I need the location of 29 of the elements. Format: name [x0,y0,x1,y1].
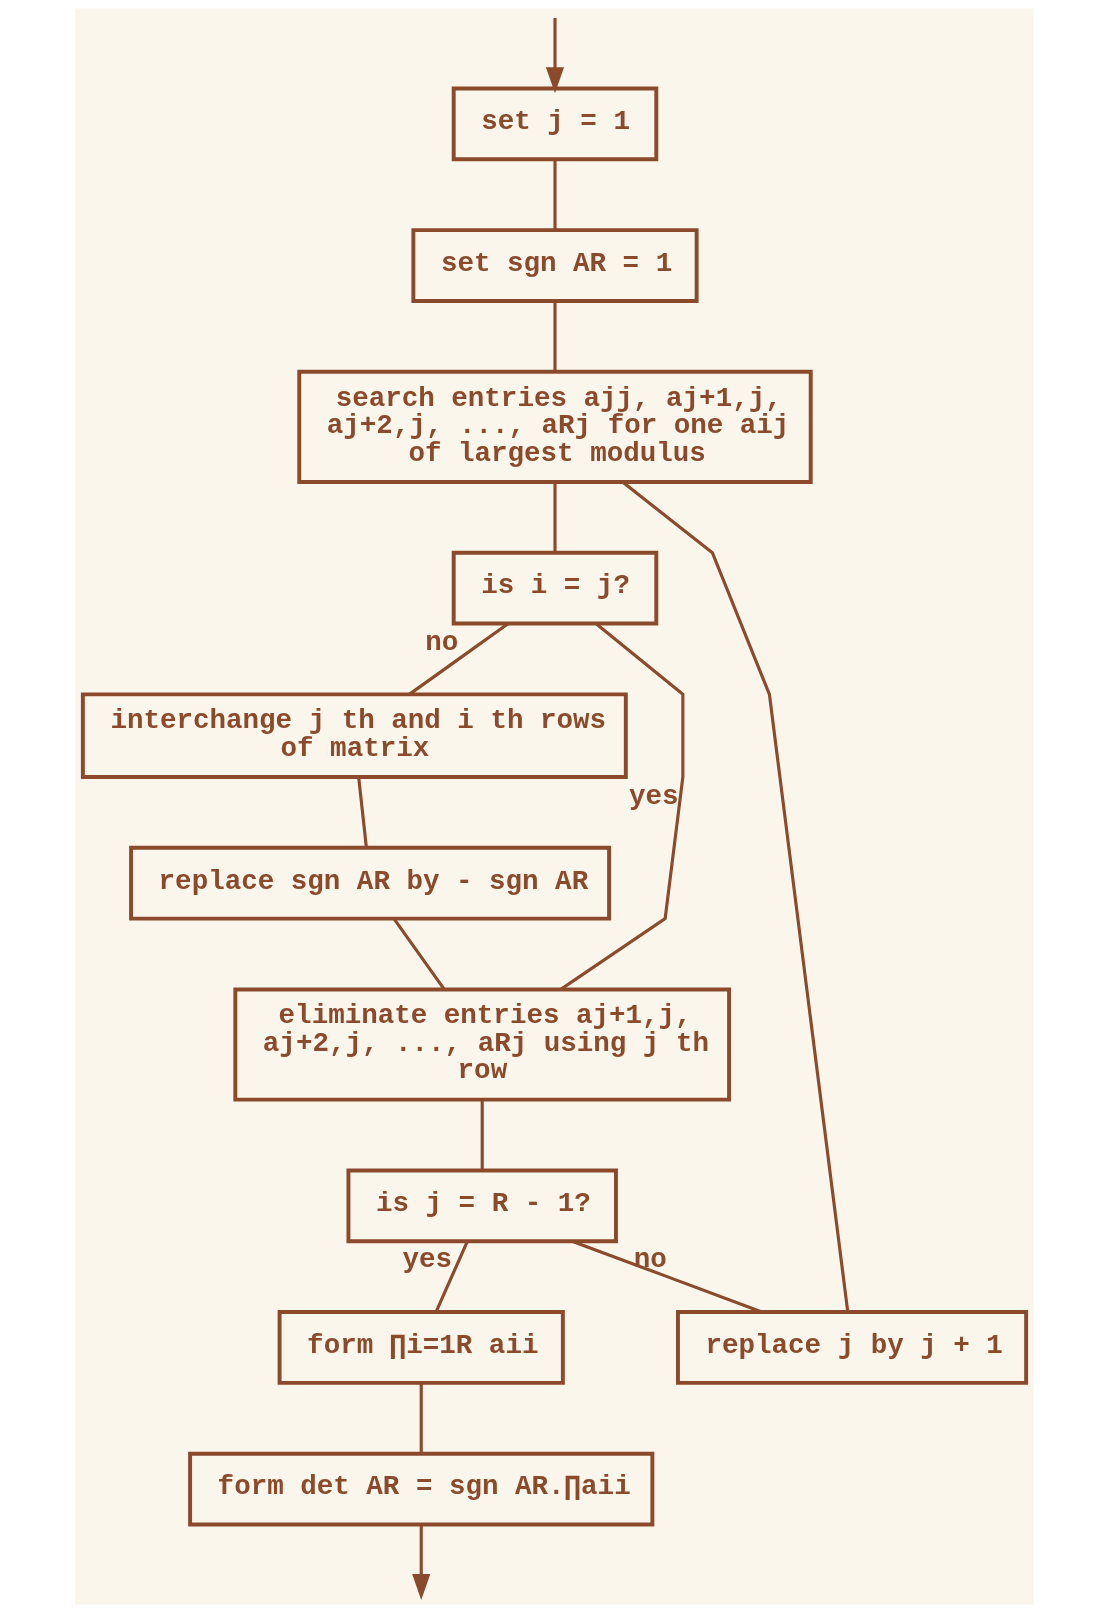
connector [480,1099,484,1170]
edge-label: no [633,1244,667,1276]
node-box: form ∏i=1R aii [277,1310,565,1385]
connector [408,622,509,696]
connector [393,918,446,991]
connector [621,480,850,1312]
node-box: replace j by j + 1 [675,1310,1029,1385]
node-box: form det AR = sgn AR.∏aii [188,1451,655,1527]
connector [553,301,557,372]
edge-label: no [425,626,459,658]
node-box: replace sgn AR by - sgn AR [129,845,612,921]
connector [419,1383,423,1454]
node-box: is i = j? [451,550,659,626]
edge-label: yes [629,781,679,813]
connector [559,622,685,991]
node-box: set sgn AR = 1 [411,228,699,303]
connector [553,482,557,553]
connector [434,1241,469,1313]
arrow [412,1524,431,1600]
connector [553,159,557,230]
node-box: eliminate entries aj+1,j, aj+2,j, ..., aRj using j th row [233,987,732,1102]
connector [357,777,368,848]
connector [572,1240,763,1314]
node-box: search entries ajj, aj+1,j, aj+2,j, ..., aRj for one aij of largest modulus [297,369,813,484]
edge-label: yes [402,1244,453,1276]
node-box: set j = 1 [451,86,659,162]
node-box: is j = R - 1? [346,1168,618,1244]
arrow [545,17,565,94]
node-box: interchange j th and i th rows of matrix [80,692,628,779]
